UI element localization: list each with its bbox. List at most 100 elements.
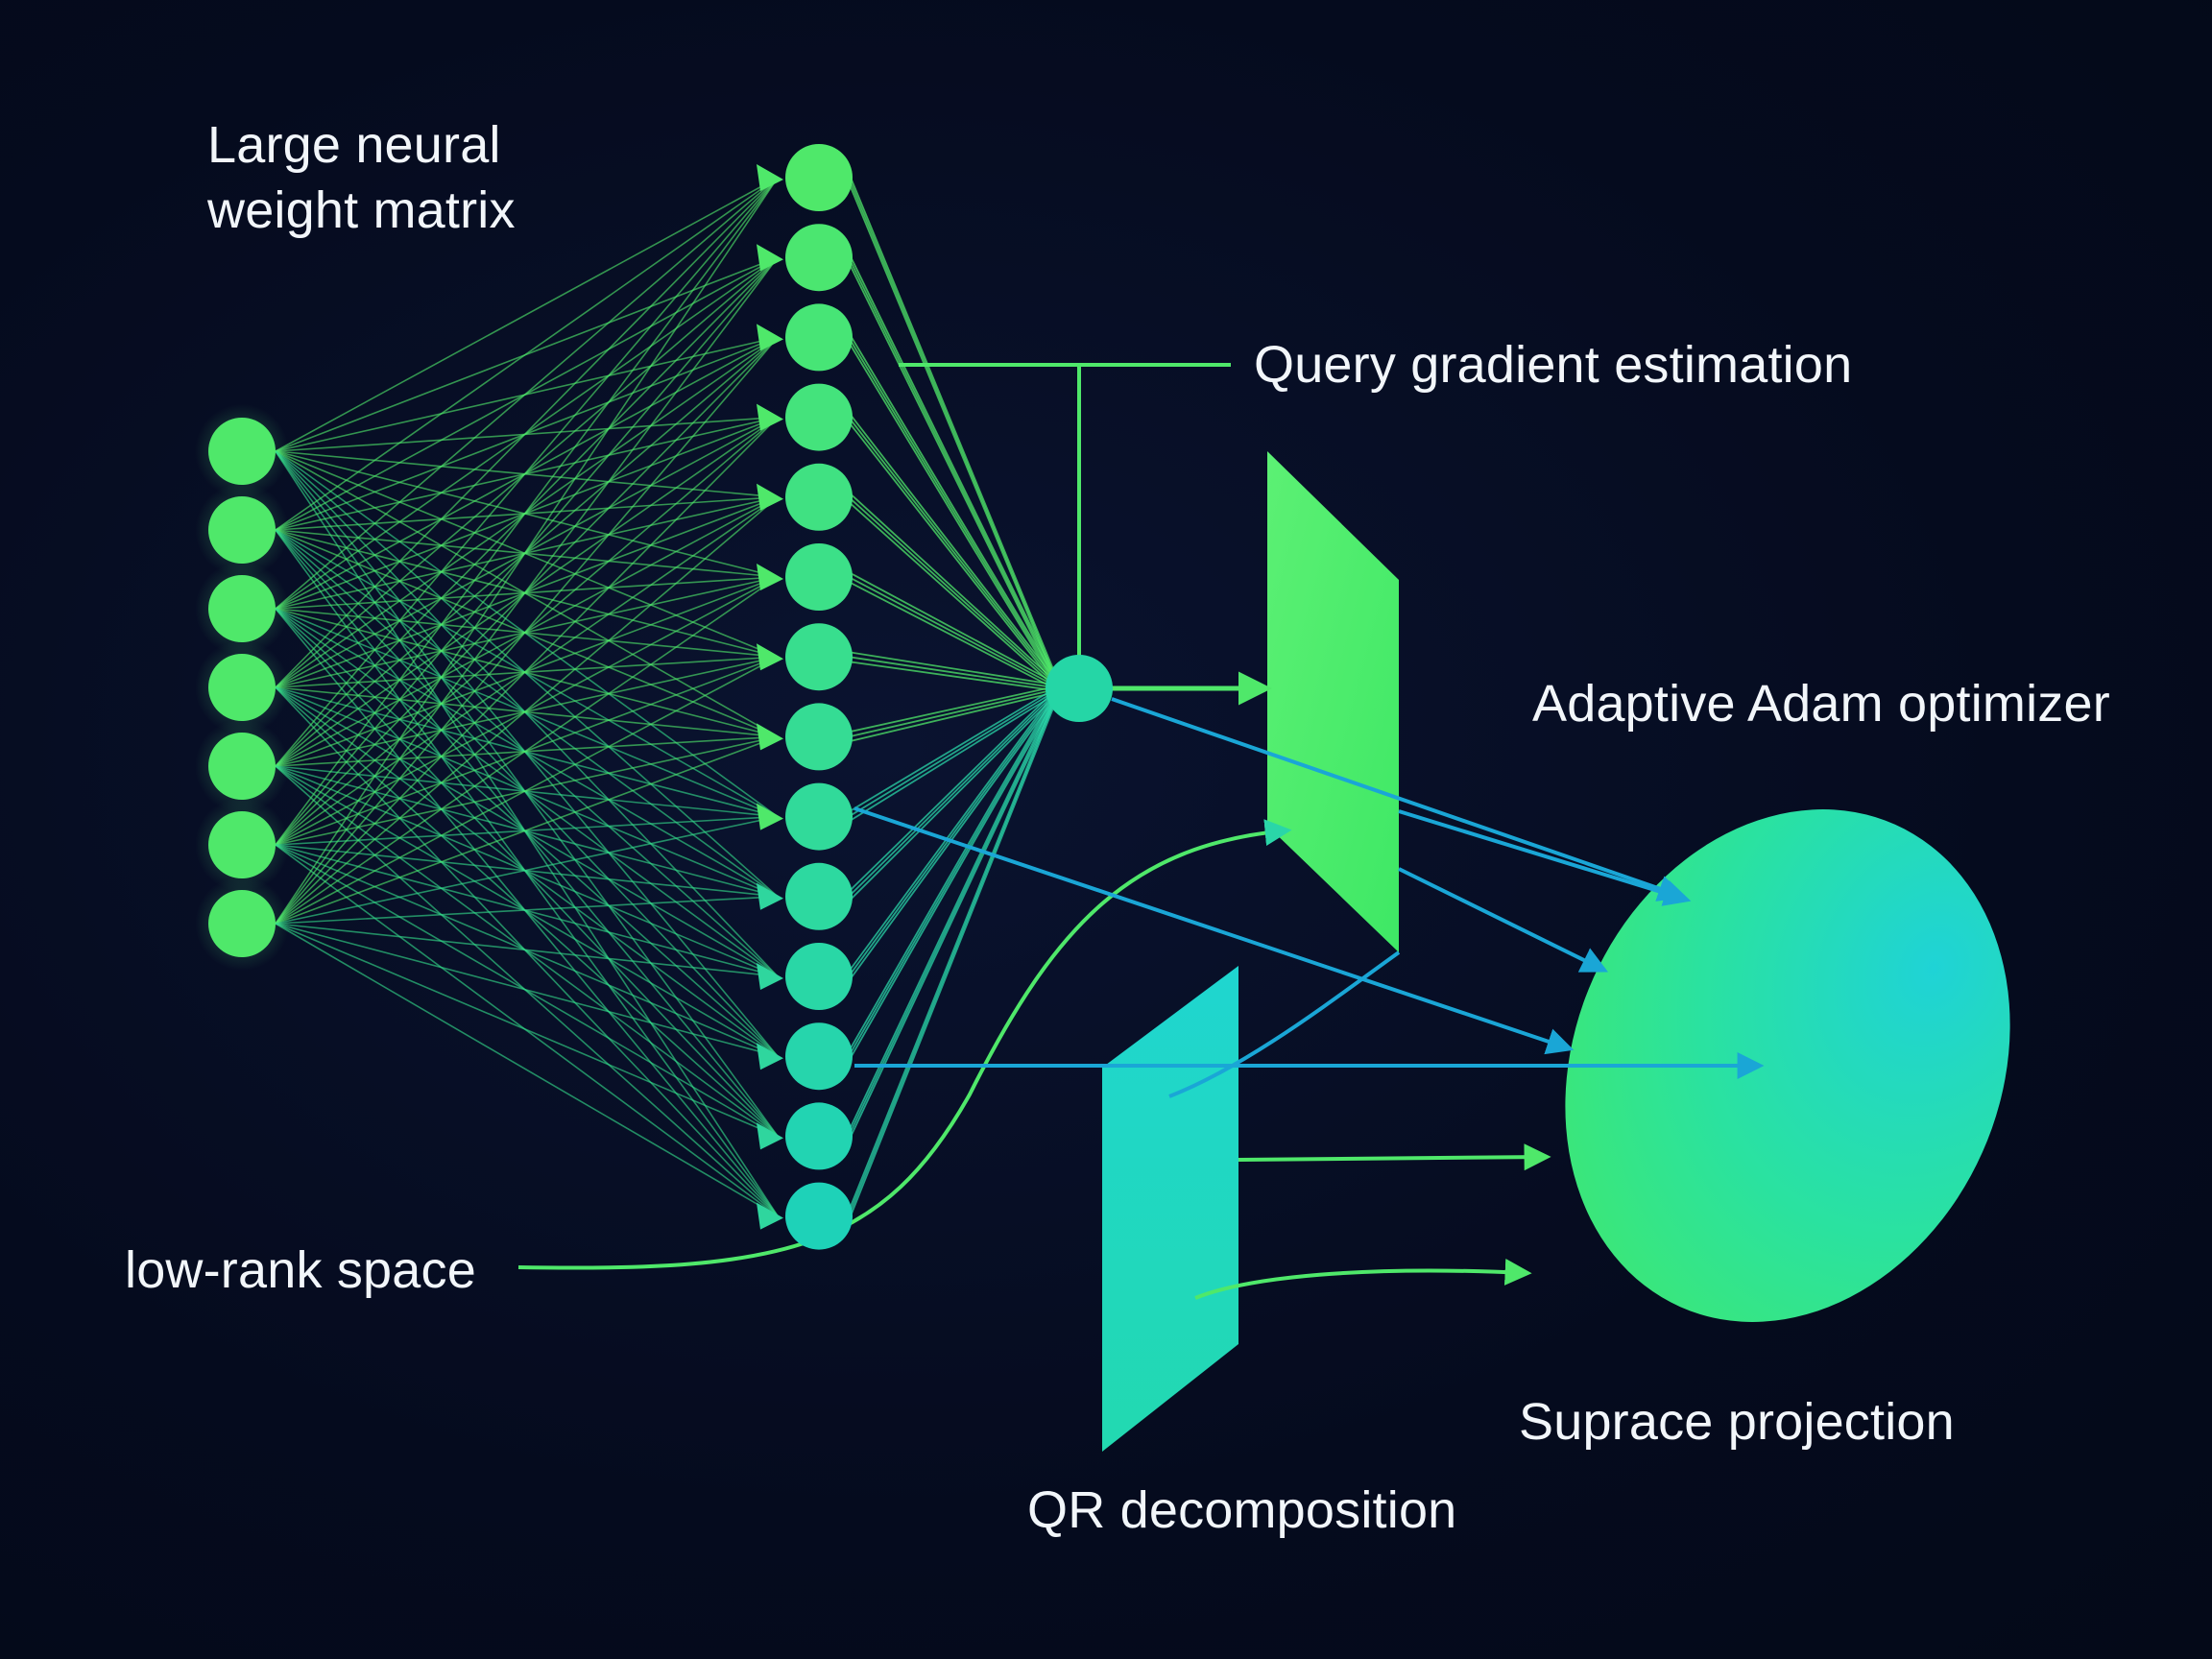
plane-link-curve [1168, 950, 1401, 1098]
input-node [208, 418, 276, 485]
fan-in-edge [848, 576, 1061, 689]
network-edge [275, 496, 779, 925]
network-edge [275, 177, 779, 452]
fan-in-edge [848, 690, 1061, 743]
fan-in-edge [848, 492, 1061, 686]
network-edge [275, 177, 779, 925]
qr-decomposition-plane [1102, 966, 1238, 1452]
fan-in-edge [848, 687, 1061, 1137]
fan-in-edge [848, 687, 1061, 1216]
network-edge [275, 576, 779, 925]
fan-in-edges [848, 172, 1061, 1221]
fan-in-edge [848, 687, 1061, 977]
fan-in-edge [848, 661, 1061, 692]
edge-arrowhead [757, 1122, 783, 1150]
fan-in-edge [848, 687, 1061, 738]
fan-in-edge [848, 656, 1061, 689]
hidden-node [785, 943, 853, 1010]
hidden-node [785, 1182, 853, 1250]
network-edge [275, 923, 779, 1217]
input-node [208, 890, 276, 957]
network-edge [275, 923, 779, 1057]
hidden-node [785, 303, 853, 372]
network-edge [275, 896, 779, 925]
input-layer [195, 404, 289, 971]
fan-in-edge [848, 685, 1061, 733]
plane-to-ellipse-arrow-1 [1398, 809, 1692, 906]
hidden-node [785, 1102, 853, 1170]
fan-in-edge [848, 421, 1061, 692]
fan-in-edge [848, 336, 1061, 689]
query-gradient-label: Query gradient estimation [1254, 336, 1853, 394]
low-rank-curve [517, 819, 1292, 1270]
weight-matrix-label: Large neural weight matrix [207, 113, 516, 243]
network-edge [275, 177, 779, 767]
weight-matrix-label-line1: Large neural [207, 116, 501, 174]
fan-in-edge [848, 261, 1061, 692]
fan-in-edge [848, 331, 1061, 686]
fan-in-edge [848, 501, 1061, 692]
low-rank-space-label: low-rank space [125, 1241, 476, 1299]
hidden-node [785, 463, 853, 531]
subspace-ellipse [1565, 809, 2010, 1322]
edge-arrowhead [757, 643, 783, 671]
fan-in-edge [848, 252, 1061, 686]
network-edges [275, 164, 783, 1230]
subspace-projection-label: Suprace projection [1519, 1393, 1955, 1451]
fan-in-edge [848, 690, 1061, 902]
fan-in-edge [848, 341, 1061, 692]
plane-to-ellipse-arrow-2 [1398, 867, 1609, 973]
network-edge [275, 656, 779, 925]
input-node [208, 654, 276, 721]
network-edge [275, 336, 779, 925]
fan-in-edge [848, 685, 1061, 893]
edge-arrowhead [757, 164, 783, 191]
network-edge [275, 177, 779, 610]
hidden-node [785, 862, 853, 930]
edge-arrowhead [757, 403, 783, 431]
hidden-to-ellipse-arrow [854, 806, 1575, 1055]
fan-in-edge [848, 651, 1061, 686]
gradient-estimation-plane [1267, 451, 1399, 952]
network-edge [275, 177, 779, 531]
fan-in-edge [848, 685, 1061, 973]
qr-to-ellipse-arrow-1 [1238, 1143, 1551, 1171]
input-node [208, 811, 276, 878]
fan-in-edge [848, 571, 1061, 686]
hidden-node [785, 383, 853, 451]
fan-in-edge [848, 685, 1061, 1052]
network-edge [275, 256, 779, 925]
network-edge [275, 923, 779, 1138]
input-node [208, 496, 276, 564]
fan-in-edge [848, 690, 1061, 1142]
fan-in-edge [848, 687, 1061, 818]
network-edge [275, 177, 779, 688]
edge-arrowhead [757, 882, 783, 910]
fan-in-edge [848, 685, 1061, 1212]
hidden-node [785, 1022, 853, 1091]
fan-in-edge [848, 177, 1061, 689]
edge-arrowhead [757, 483, 783, 511]
fan-in-edge [848, 581, 1061, 692]
hub-node [1046, 655, 1113, 722]
fan-in-edge [848, 690, 1061, 823]
hub-to-ellipse-arrow [1111, 697, 1686, 902]
network-edge [275, 735, 779, 925]
hidden-node [785, 543, 853, 611]
fan-in-edge [848, 172, 1061, 686]
fan-in-edge [848, 256, 1061, 689]
fan-in-edge [848, 496, 1061, 689]
hidden-node [785, 782, 853, 851]
fan-in-edge [848, 690, 1061, 1062]
fan-in-edge [848, 417, 1061, 689]
fan-in-edge [848, 687, 1061, 898]
fan-in-edge [848, 690, 1061, 982]
fan-in-edge [848, 181, 1061, 692]
adam-optimizer-label: Adaptive Adam optimizer [1532, 675, 2110, 733]
hidden-node [785, 144, 853, 211]
fan-in-edge [848, 412, 1061, 686]
edge-arrowhead [757, 564, 783, 590]
network-edge [275, 177, 779, 846]
